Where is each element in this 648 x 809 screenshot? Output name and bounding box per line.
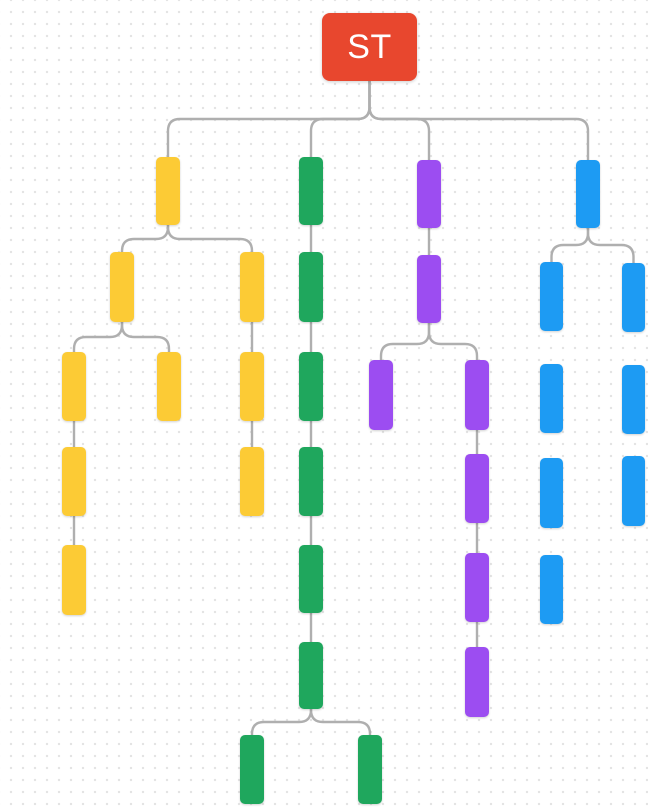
root-node-st[interactable]: ST [322, 13, 417, 81]
tree-node-blue-5a[interactable] [540, 555, 563, 624]
tree-node-green-7b[interactable] [358, 735, 382, 804]
tree-node-yellow-2b[interactable] [240, 252, 264, 322]
tree-node-green-4[interactable] [299, 447, 323, 516]
tree-node-blue-1[interactable] [576, 160, 600, 228]
tree-node-yellow-3a[interactable] [62, 352, 86, 421]
tree-node-yellow-3c[interactable] [240, 352, 264, 421]
tree-node-purple-2[interactable] [417, 255, 441, 323]
tree-node-blue-4b[interactable] [622, 456, 645, 526]
tree-node-green-1[interactable] [299, 157, 323, 225]
tree-node-blue-3a[interactable] [540, 364, 563, 433]
tree-node-blue-2b[interactable] [622, 263, 645, 332]
tree-node-yellow-2a[interactable] [110, 252, 134, 322]
tree-node-yellow-4a[interactable] [62, 447, 86, 516]
tree-node-purple-6[interactable] [465, 647, 489, 717]
tree-node-purple-3b[interactable] [465, 360, 489, 430]
tree-node-green-6[interactable] [299, 642, 323, 709]
root-node-label: ST [347, 27, 392, 66]
tree-node-green-5[interactable] [299, 545, 323, 613]
tree-node-green-3[interactable] [299, 352, 323, 421]
tree-node-yellow-1[interactable] [156, 157, 180, 225]
tree-node-purple-3a[interactable] [369, 360, 393, 430]
tree-node-green-7a[interactable] [240, 735, 264, 804]
tree-node-yellow-5a[interactable] [62, 545, 86, 615]
tree-node-purple-5[interactable] [465, 553, 489, 622]
tree-node-green-2[interactable] [299, 252, 323, 322]
tree-node-blue-4a[interactable] [540, 458, 563, 528]
tree-node-yellow-4b[interactable] [240, 447, 264, 516]
tree-node-purple-1[interactable] [417, 160, 441, 228]
tree-node-yellow-3b[interactable] [157, 352, 181, 421]
tree-node-purple-4[interactable] [465, 454, 489, 523]
tree-node-blue-2a[interactable] [540, 262, 563, 331]
tree-node-blue-3b[interactable] [622, 365, 645, 434]
